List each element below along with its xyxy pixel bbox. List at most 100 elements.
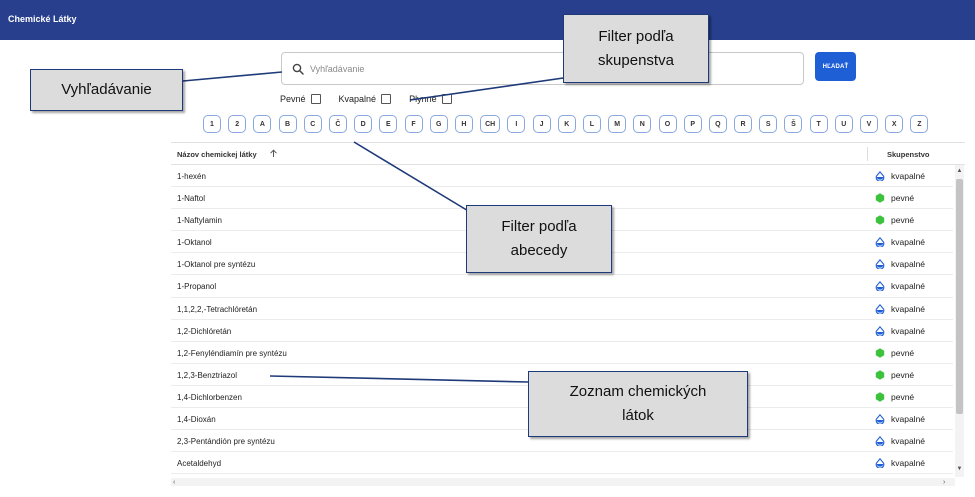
chemical-name: 1-Naftylamin bbox=[177, 216, 222, 226]
chemical-state: kvapalné bbox=[875, 281, 926, 293]
letter-button[interactable]: N bbox=[633, 115, 652, 133]
chemical-state: kvapalné bbox=[875, 413, 925, 425]
callout-search-text: Vyhľadávanie bbox=[61, 81, 152, 98]
filter-kvapalné[interactable]: Kvapalné bbox=[339, 94, 392, 104]
letter-button[interactable]: K bbox=[557, 115, 576, 133]
chemical-name: 1,2-Dichlóretán bbox=[177, 326, 232, 336]
letter-button[interactable]: D bbox=[354, 115, 373, 133]
scrollbar-thumb[interactable] bbox=[956, 179, 963, 414]
connector-search bbox=[182, 71, 283, 82]
chemical-name: 1,4-Dichlorbenzen bbox=[177, 392, 242, 402]
letter-button[interactable]: C bbox=[303, 115, 322, 133]
callout-list-line2: látok bbox=[622, 407, 654, 424]
vertical-scrollbar[interactable]: ▲ ▼ bbox=[955, 165, 964, 477]
callout-alphabet-filter: Filter podľa abecedy bbox=[466, 205, 612, 273]
column-header-name[interactable]: Názov chemickej látky bbox=[177, 150, 257, 159]
droplet-icon bbox=[875, 170, 885, 182]
letter-button[interactable]: H bbox=[454, 115, 473, 133]
filter-plynné[interactable]: Plynné bbox=[409, 94, 452, 104]
letter-button[interactable]: G bbox=[429, 115, 448, 133]
filter-checkbox[interactable] bbox=[441, 94, 452, 104]
search-button[interactable]: HĽADAŤ bbox=[815, 52, 856, 81]
chemical-name: 2,3-Pentándión pre syntézu bbox=[177, 437, 275, 447]
scroll-down-icon[interactable]: ▼ bbox=[956, 466, 963, 472]
letter-button[interactable]: U bbox=[834, 115, 853, 133]
horizontal-scrollbar[interactable]: ‹ › bbox=[171, 478, 955, 486]
chemical-name: 1,4-Dioxán bbox=[177, 415, 216, 425]
hexagon-icon bbox=[875, 193, 885, 203]
filter-pevné[interactable]: Pevné bbox=[280, 94, 321, 104]
filter-checkbox[interactable] bbox=[381, 94, 392, 104]
letter-button[interactable]: I bbox=[507, 115, 526, 133]
column-header-state[interactable]: Skupenstvo bbox=[887, 150, 930, 159]
scroll-left-icon[interactable]: ‹ bbox=[173, 479, 176, 486]
letter-button[interactable]: Č bbox=[328, 115, 347, 133]
letter-button[interactable]: 2 bbox=[228, 115, 247, 133]
letter-button[interactable]: A bbox=[253, 115, 272, 133]
state-label: kvapalné bbox=[891, 436, 926, 447]
callout-state-line1: Filter podľa bbox=[598, 27, 674, 45]
callout-alpha-line2: abecedy bbox=[510, 242, 568, 259]
table-row[interactable]: 2,3-Pentándión pre syntézu kvapalné bbox=[171, 430, 953, 453]
letter-button[interactable]: F bbox=[404, 115, 423, 133]
chemical-state: kvapalné bbox=[875, 325, 925, 337]
table-row[interactable]: 1-hexén kvapalné bbox=[171, 165, 953, 188]
letter-button[interactable]: M bbox=[608, 115, 627, 133]
search-box[interactable] bbox=[281, 52, 804, 85]
callout-state-filter: Filter podľa skupenstva bbox=[563, 14, 709, 83]
table-row[interactable]: 1,2-Dichlóretán kvapalné bbox=[171, 320, 953, 342]
letter-button[interactable]: Q bbox=[708, 115, 727, 133]
chemical-state: kvapalné bbox=[875, 259, 926, 271]
letter-button[interactable]: CH bbox=[480, 115, 501, 133]
letter-button[interactable]: B bbox=[278, 115, 297, 133]
chemical-state: kvapalné bbox=[875, 237, 925, 248]
table-row[interactable]: Acetaldehyd kvapalné bbox=[171, 452, 953, 475]
scroll-right-icon[interactable]: › bbox=[943, 479, 946, 486]
state-label: pevné bbox=[891, 347, 915, 358]
letter-button[interactable]: Š bbox=[784, 115, 803, 133]
column-divider bbox=[867, 147, 868, 161]
hexagon-icon bbox=[875, 348, 885, 358]
table-header: Názov chemickej látky Skupenstvo bbox=[171, 143, 965, 165]
droplet-icon bbox=[875, 413, 885, 425]
letter-button[interactable]: J bbox=[532, 115, 551, 133]
filter-label: Plynné bbox=[409, 94, 437, 104]
letter-button[interactable]: O bbox=[658, 115, 677, 133]
droplet-icon bbox=[875, 303, 885, 315]
state-label: kvapalné bbox=[891, 458, 926, 469]
state-label: pevné bbox=[891, 215, 915, 226]
letter-button[interactable]: R bbox=[734, 115, 753, 133]
chemical-name: 1-Oktanol bbox=[177, 238, 212, 248]
letter-button[interactable]: S bbox=[759, 115, 778, 133]
letter-button[interactable]: P bbox=[683, 115, 702, 133]
arrow-up-icon[interactable] bbox=[269, 149, 278, 158]
letter-button[interactable]: T bbox=[809, 115, 828, 133]
hexagon-icon bbox=[875, 370, 885, 380]
letter-button[interactable]: X bbox=[885, 115, 904, 133]
chemical-name: 1-hexén bbox=[177, 172, 206, 181]
letter-button[interactable]: 1 bbox=[203, 115, 221, 133]
droplet-icon bbox=[875, 259, 885, 271]
chemical-name: 1,2,3-Benztriazol bbox=[177, 370, 238, 380]
droplet-icon bbox=[875, 281, 885, 293]
droplet-icon bbox=[875, 436, 885, 447]
search-input[interactable] bbox=[310, 59, 790, 79]
state-label: kvapalné bbox=[891, 259, 926, 270]
scroll-up-icon[interactable]: ▲ bbox=[956, 168, 963, 174]
app-title: Chemické Látky bbox=[8, 14, 77, 24]
letter-button[interactable]: L bbox=[582, 115, 601, 133]
letter-button[interactable]: Z bbox=[910, 115, 929, 133]
chemical-state: kvapalné bbox=[875, 170, 925, 182]
state-label: kvapalné bbox=[891, 281, 926, 292]
filter-checkbox[interactable] bbox=[310, 94, 321, 104]
letter-button[interactable]: E bbox=[379, 115, 398, 133]
letter-button[interactable]: V bbox=[860, 115, 878, 133]
chemical-name: Acetaldehyd bbox=[177, 459, 222, 469]
hexagon-icon bbox=[875, 215, 885, 225]
